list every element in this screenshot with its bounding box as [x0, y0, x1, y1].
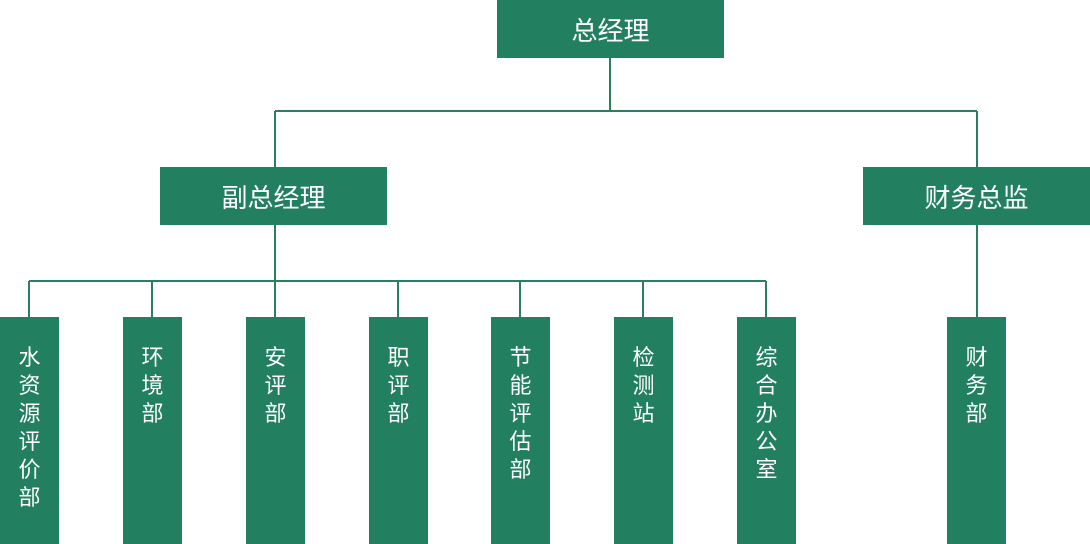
dept-label-char: 部: [18, 486, 41, 511]
dept-label-char: 综: [755, 346, 778, 371]
dept-label-char: 检: [632, 346, 655, 371]
dept-label-char: 境: [141, 374, 164, 399]
dept-label-char: 部: [509, 458, 532, 483]
dept-label-3: 安评部: [264, 345, 286, 429]
dept-node-2: 环境部: [123, 317, 182, 544]
cfo-node: 财务总监: [863, 167, 1090, 225]
dept-label-4: 职评部: [387, 345, 409, 429]
dept-node-6: 检测站: [614, 317, 673, 544]
dept-label-char: 部: [264, 402, 287, 427]
dept-label-char: 室: [755, 458, 778, 483]
dept-label-char: 部: [141, 402, 164, 427]
dept-label-char: 财: [965, 346, 988, 371]
dept-label-char: 合: [755, 374, 778, 399]
dept-node-4: 职评部: [369, 317, 428, 544]
dept-label-char: 价: [18, 458, 41, 483]
dept-label-2: 环境部: [141, 345, 163, 429]
root-label: 总经理: [571, 16, 650, 47]
dept-label-8: 财务部: [965, 345, 987, 429]
dept-label-char: 部: [387, 402, 410, 427]
dept-label-char: 评: [264, 374, 287, 399]
dept-label-char: 测: [632, 374, 655, 399]
dept-label-char: 站: [632, 402, 655, 427]
dept-label-char: 办: [755, 402, 778, 427]
dept-label-char: 能: [509, 374, 532, 399]
dept-node-1: 水资源评价部: [0, 317, 59, 544]
dept-label-char: 务: [965, 374, 988, 399]
dept-label-char: 资: [18, 374, 41, 399]
dept-node-5: 节能评估部: [491, 317, 550, 544]
dept-label-char: 源: [18, 402, 41, 427]
dept-label-7: 综合办公室: [755, 345, 777, 485]
cfo-label: 财务总监: [924, 183, 1029, 214]
dept-label-char: 节: [509, 346, 532, 371]
dept-node-7: 综合办公室: [737, 317, 796, 544]
dept-label-char: 评: [387, 374, 410, 399]
dept-label-char: 水: [18, 346, 41, 371]
dept-label-6: 检测站: [632, 345, 654, 429]
dept-label-char: 评: [509, 402, 532, 427]
deputy-gm-node: 副总经理: [160, 167, 387, 225]
dept-node-8: 财务部: [947, 317, 1006, 544]
dept-label-char: 估: [509, 430, 532, 455]
dept-node-3: 安评部: [246, 317, 305, 544]
root-node: 总经理: [497, 0, 724, 58]
dept-label-char: 环: [141, 346, 164, 371]
dept-label-char: 公: [755, 430, 778, 455]
dept-label-char: 部: [965, 402, 988, 427]
dept-label-char: 安: [264, 346, 287, 371]
dept-label-char: 评: [18, 430, 41, 455]
dept-label-5: 节能评估部: [509, 345, 531, 485]
deputy-gm-label: 副总经理: [221, 183, 326, 214]
dept-label-1: 水资源评价部: [18, 345, 40, 513]
dept-label-char: 职: [387, 346, 410, 371]
